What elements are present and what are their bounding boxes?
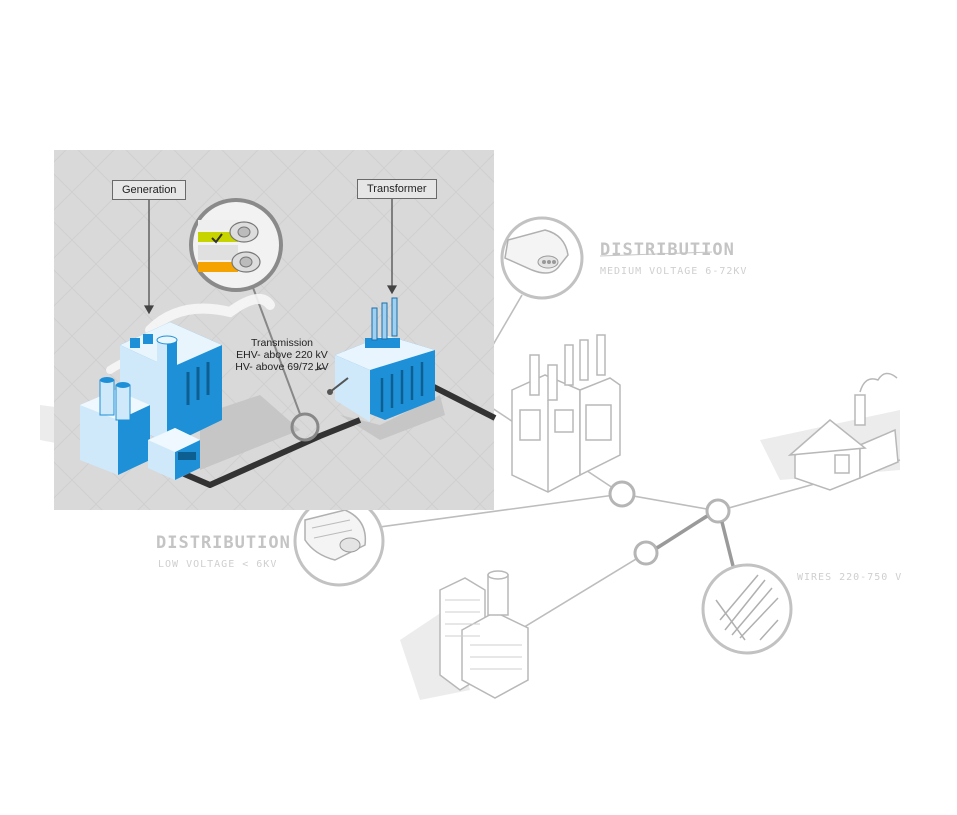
distribution-low-subtitle: LOW VOLTAGE < 6KV xyxy=(158,559,278,570)
transmission-ehv: EHV- above 220 kV xyxy=(236,349,328,361)
medium-voltage-cable-icon xyxy=(500,216,584,300)
distribution-medium-subtitle: MEDIUM VOLTAGE 6-72KV xyxy=(600,266,748,277)
generation-transmission-panel xyxy=(54,150,497,510)
generation-plant xyxy=(80,293,275,480)
high-voltage-cable-icon xyxy=(189,198,283,292)
low-voltage-cable-icon xyxy=(293,495,385,587)
wires-icon xyxy=(701,563,793,655)
distribution-low-title: DISTRIBUTION xyxy=(156,533,291,553)
transformer-unit xyxy=(327,297,435,422)
wires-label: WIRES 220-750 V xyxy=(797,572,903,583)
sketch-apartment-buildings xyxy=(439,570,529,699)
transmission-hv: HV- above 69/72 kV xyxy=(235,361,329,373)
sketch-network-nodes xyxy=(608,480,731,566)
transmission-label: Transmission EHV- above 220 kV HV- above… xyxy=(222,337,342,373)
transformer-label: Transformer xyxy=(357,179,437,199)
generation-label: Generation xyxy=(112,180,187,200)
transmission-cable xyxy=(173,382,497,488)
transmission-title: Transmission xyxy=(250,337,314,349)
distribution-medium-title: DISTRIBUTION xyxy=(600,240,735,260)
sketch-house xyxy=(787,372,899,491)
sketch-industrial-building xyxy=(511,334,621,493)
transmission-node xyxy=(290,412,320,442)
